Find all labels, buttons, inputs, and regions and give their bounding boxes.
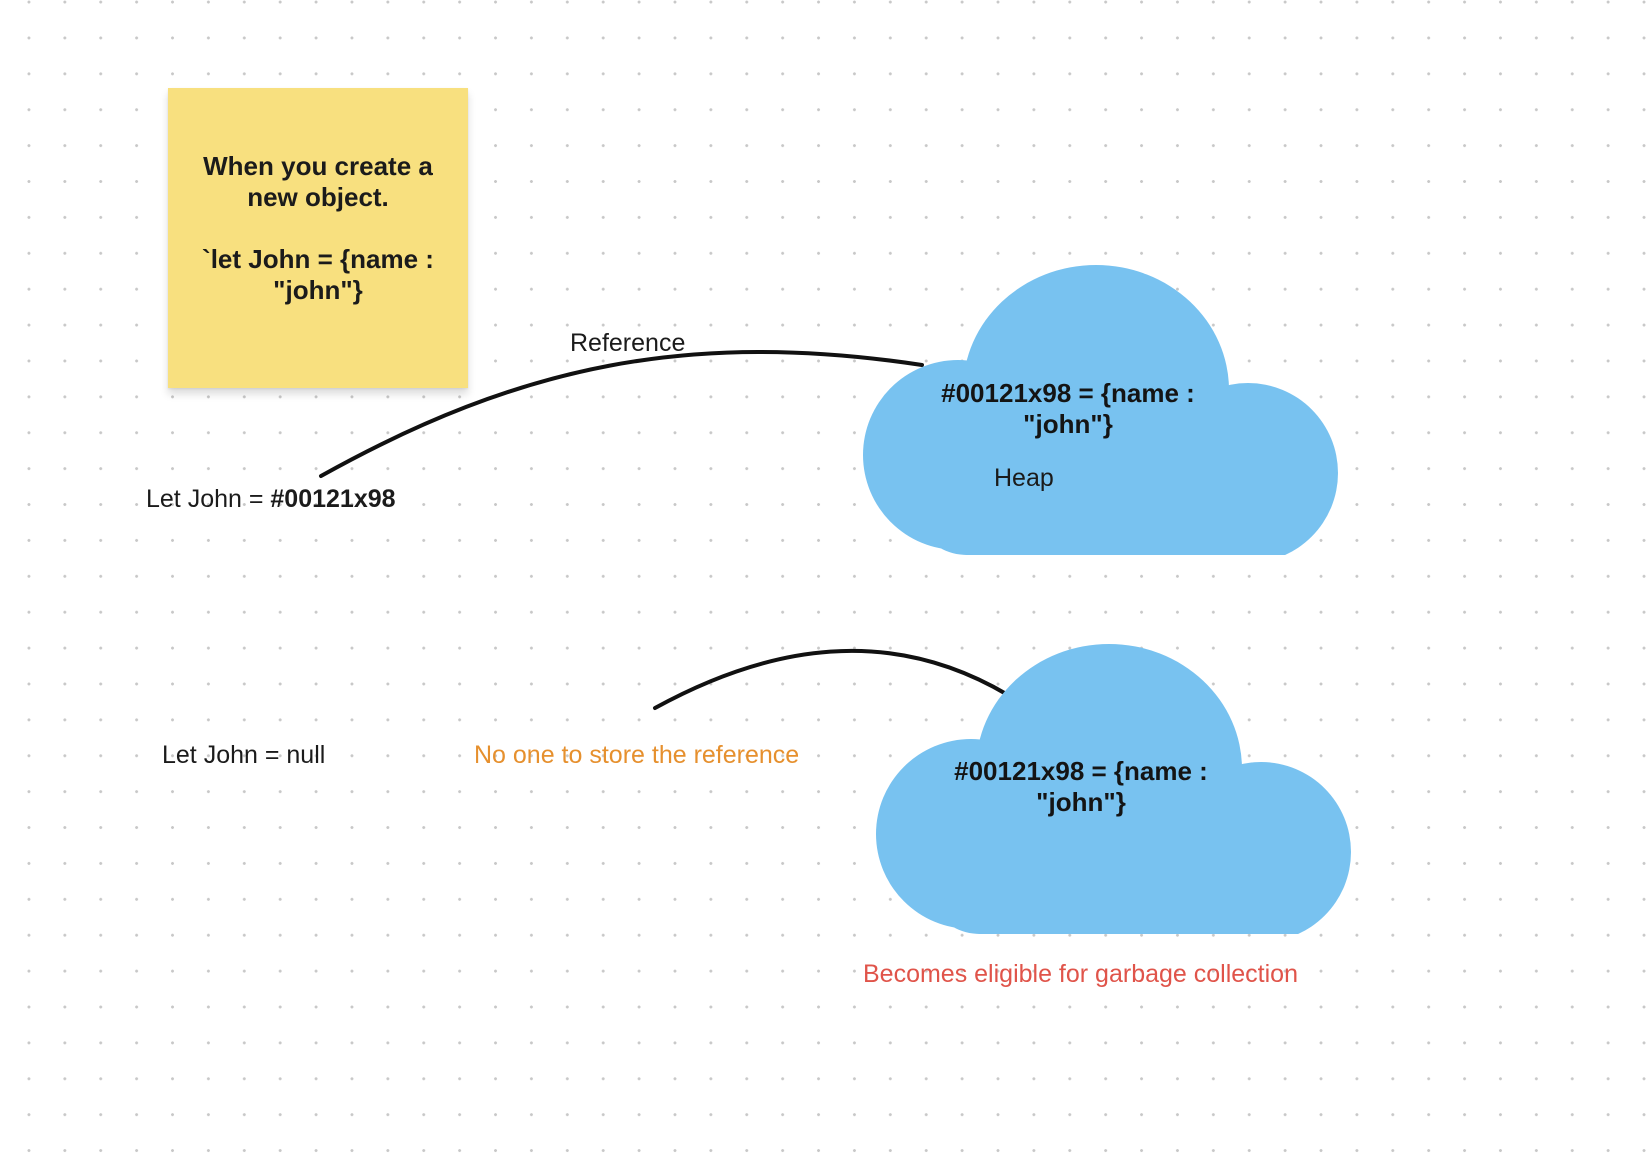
sticky-note[interactable]: When you create a new object. `let John … (168, 88, 468, 388)
heap-object-text: #00121x98 = {name : "john"} (941, 378, 1195, 439)
let-john-prefix: Let John = (146, 485, 271, 513)
no-reference-note: No one to store the reference (474, 741, 800, 769)
reference-label: Reference (570, 329, 686, 357)
cloud-shape (863, 265, 1338, 563)
broken-reference-arrow[interactable] (653, 648, 1010, 710)
sticky-note-text: When you create a new object. `let John … (202, 150, 434, 305)
gc-cloud[interactable]: #00121x98 = {name : "john"} (876, 644, 1351, 942)
heap-cloud[interactable]: #00121x98 = {name : "john"} Heap (863, 265, 1338, 563)
cloud-shape (876, 644, 1351, 942)
let-john-null: Let John = null (162, 741, 326, 769)
reference-arrow[interactable] (319, 350, 924, 478)
let-john-address: #00121x98 (270, 485, 396, 513)
heap-label: Heap (994, 464, 1054, 492)
gc-object-text: #00121x98 = {name : "john"} (954, 756, 1208, 817)
let-john-assignment: Let John = #00121x98 (146, 484, 396, 514)
gc-eligible-note: Becomes eligible for garbage collection (863, 960, 1298, 988)
